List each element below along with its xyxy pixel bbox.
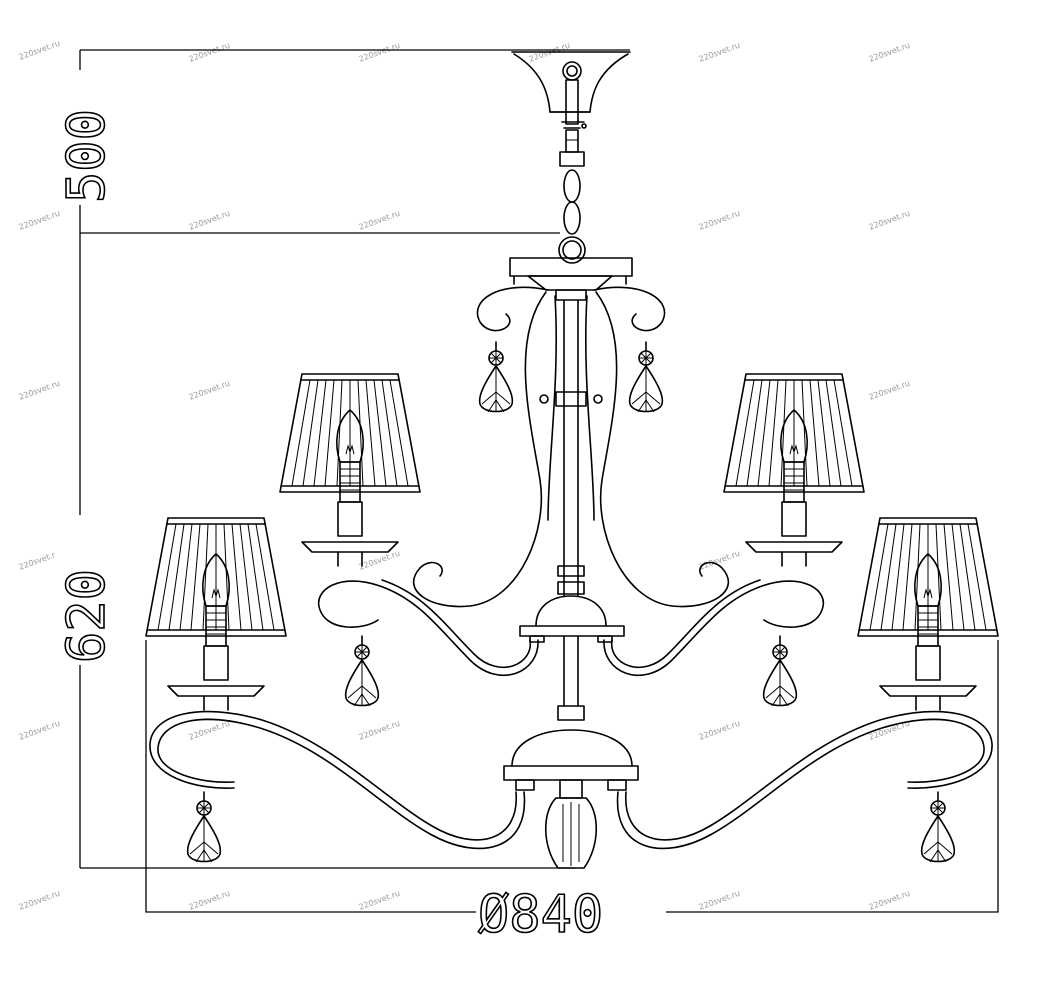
- watermark: 220svet.ru: [188, 209, 232, 232]
- crystal-pendant: [628, 341, 664, 413]
- watermark: 220svet.ru: [698, 889, 742, 912]
- lampshade-upper-right: [723, 373, 865, 567]
- watermark: 220svet.ru: [188, 41, 232, 64]
- upper-bowl: [519, 595, 625, 721]
- watermark: 220svet.ru: [698, 719, 742, 742]
- watermark: 220svet.ru: [18, 719, 62, 742]
- lower-arms: [149, 710, 993, 850]
- lampshade-lower-right: [857, 517, 999, 711]
- dim-line-840: [145, 640, 999, 913]
- watermark: 220svet.ru: [18, 39, 62, 62]
- middle-arms: [317, 579, 825, 677]
- dim-label-840: Ø840: [478, 885, 603, 945]
- lampshade-lower-left: [145, 517, 287, 711]
- watermark: 220svet.ru: [18, 549, 62, 572]
- watermark: 220svet.ru: [18, 889, 62, 912]
- lampshade-upper-left: [279, 373, 421, 567]
- upper-arms: [413, 286, 729, 608]
- crystal-pendant: [762, 635, 798, 707]
- center-stem: [539, 299, 603, 597]
- watermark: 220svet.ru: [188, 379, 232, 402]
- watermark: 220svet.ru: [698, 209, 742, 232]
- chain: [558, 129, 586, 264]
- watermark: 220svet.ru: [18, 209, 62, 232]
- watermark: 220svet.ru: [358, 41, 402, 64]
- watermark: 220svet.ru: [358, 719, 402, 742]
- watermark: 220svet.ru: [698, 41, 742, 64]
- watermark: 220svet.ru: [868, 41, 912, 64]
- watermark: 220svet.ru: [868, 889, 912, 912]
- watermark: 220svet.ru: [868, 379, 912, 402]
- watermark: 220svet.ru: [698, 549, 742, 572]
- lower-bowl: [503, 729, 639, 869]
- crystal-pendant: [186, 791, 222, 863]
- watermark: 220svet.ru: [358, 889, 402, 912]
- watermark-layer: 220svet.ru 220svet.ru 220svet.ru 220svet…: [18, 39, 912, 912]
- watermark: 220svet.ru: [868, 209, 912, 232]
- watermark: 220svet.ru: [358, 209, 402, 232]
- crystal-pendant: [920, 791, 956, 863]
- crystal-pendant: [478, 341, 514, 413]
- watermark: 220svet.ru: [188, 719, 232, 742]
- upper-plate: [509, 257, 633, 301]
- crystal-pendant: [344, 635, 380, 707]
- watermark: 220svet.ru: [18, 379, 62, 402]
- ceiling-canopy: [511, 51, 631, 129]
- dim-label-620: 620: [57, 569, 117, 663]
- dim-label-500: 500: [57, 109, 117, 203]
- dimension-labels: 500 620 Ø840: [55, 70, 666, 946]
- watermark: 220svet.ru: [188, 889, 232, 912]
